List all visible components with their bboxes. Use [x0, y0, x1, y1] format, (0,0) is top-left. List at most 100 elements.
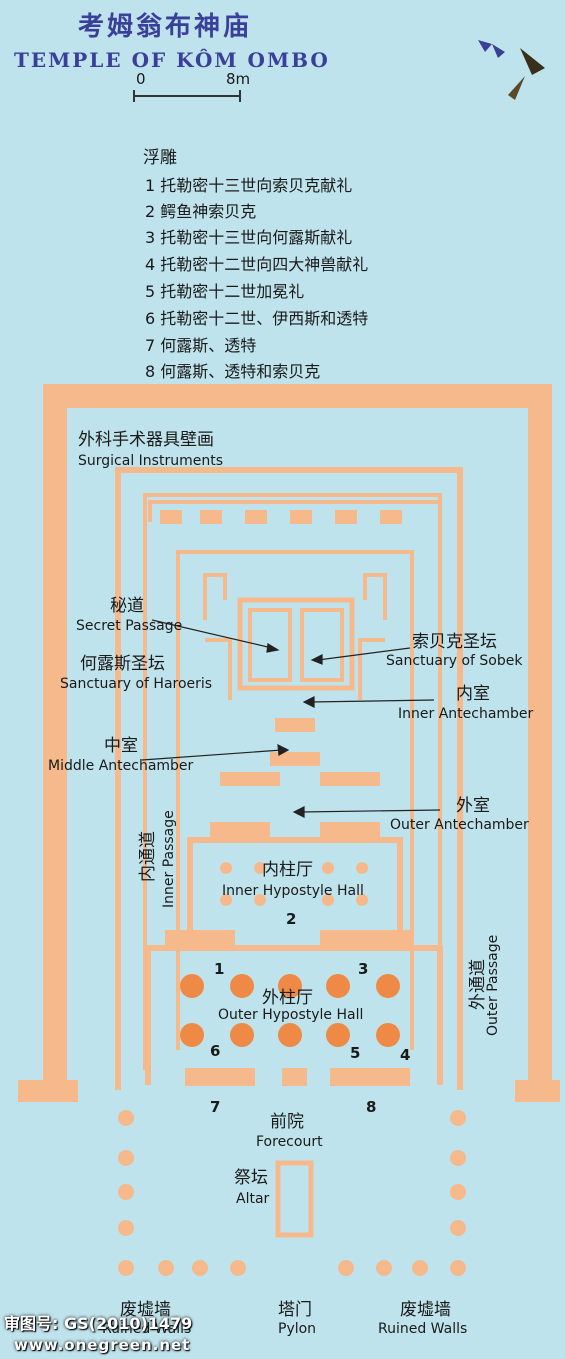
label-ruined-right-en: Ruined Walls: [378, 1321, 468, 1337]
relief-item: 5 托勒密十二世加冕礼: [145, 282, 305, 301]
outer-column: [230, 1023, 254, 1047]
relief-marker: 1: [214, 960, 225, 978]
hall-block: [320, 930, 410, 948]
relief-marker: 8: [366, 1098, 377, 1116]
label-outer-passage-en: Outer Passage: [485, 934, 501, 1036]
label-forecourt-cn: 前院: [270, 1112, 304, 1132]
maze-wall-right: [358, 573, 387, 700]
maze-block: [335, 510, 357, 524]
leader-middle-antechamber: [141, 749, 283, 761]
leader-inner-antechamber: [309, 699, 435, 703]
map-title-en: TEMPLE OF KÔM OMBO: [14, 48, 330, 72]
label-inner-ante-cn: 内室: [456, 684, 490, 704]
relief-marker: 4: [400, 1046, 411, 1064]
leader-secret-passage: [151, 619, 273, 649]
outer-column: [376, 974, 400, 998]
leader-sobek: [317, 647, 411, 661]
antechamber-block: [275, 718, 315, 732]
forecourt-column: [450, 1184, 466, 1200]
relief-item: 1 托勒密十三世向索贝克献礼: [145, 176, 353, 195]
temple-inner-outline: [176, 550, 414, 1050]
altar-block: [275, 1160, 314, 1238]
north-arrow-icon: [478, 40, 545, 100]
relief-marker: 2: [286, 910, 297, 928]
label-outer-hall-en: Outer Hypostyle Hall: [218, 1007, 364, 1023]
label-sobek-cn: 索贝克圣坛: [412, 632, 497, 652]
maze-block: [245, 510, 267, 524]
footer-site-url[interactable]: www.onegreen.net: [14, 1336, 191, 1354]
label-ruined-left-cn: 废墟墙: [120, 1300, 171, 1320]
outer-passage-right: [515, 1080, 560, 1102]
relief-item: 6 托勒密十二世、伊西斯和透特: [145, 309, 369, 328]
forecourt-column: [118, 1260, 134, 1276]
label-inner-hall-en: Inner Hypostyle Hall: [222, 883, 364, 899]
label-inner-passage-cn: 内通道: [138, 831, 158, 882]
scale-start-label: 0: [136, 70, 146, 88]
outer-column: [180, 974, 204, 998]
inner-column: [220, 862, 232, 874]
inner-enclosure-wall: [115, 467, 463, 1090]
relief-heading: 浮雕: [143, 148, 177, 168]
maze-wall-top: [148, 500, 442, 522]
inner-column: [322, 862, 334, 874]
label-sobek-en: Sanctuary of Sobek: [386, 653, 523, 669]
inner-column: [254, 862, 266, 874]
hall-block: [185, 1068, 255, 1086]
label-outer-ante-en: Outer Antechamber: [390, 817, 529, 833]
leader-outer-antechamber: [299, 809, 441, 813]
forecourt-column: [338, 1260, 354, 1276]
relief-item: 3 托勒密十三世向何露斯献礼: [145, 228, 353, 247]
forecourt-column: [450, 1150, 466, 1166]
relief-marker: 5: [350, 1044, 361, 1062]
label-outer-hall-cn: 外柱厅: [262, 988, 313, 1008]
outer-column: [326, 1023, 350, 1047]
label-surgical-cn: 外科手术器具壁画: [78, 430, 214, 450]
forecourt-column: [450, 1260, 466, 1276]
forecourt-column: [412, 1260, 428, 1276]
hall-block: [165, 930, 235, 948]
sanctuary-sobek: [300, 608, 344, 682]
relief-item: 4 托勒密十二世向四大神兽献礼: [145, 255, 369, 274]
label-pylon-cn: 塔门: [278, 1300, 312, 1320]
maze-block: [380, 510, 402, 524]
forecourt-column: [450, 1220, 466, 1236]
label-middle-ante-en: Middle Antechamber: [48, 758, 194, 774]
maze-block: [290, 510, 312, 524]
label-outer-ante-cn: 外室: [456, 796, 490, 816]
footer-approval-number: 审图号: GS(2010)1479: [4, 1314, 193, 1333]
outer-column: [376, 1023, 400, 1047]
inner-hall-walls: [187, 837, 403, 948]
outer-passage-left: [18, 1080, 78, 1102]
relief-marker: 6: [210, 1042, 221, 1060]
inner-column: [356, 894, 368, 906]
antechamber-block: [320, 822, 380, 838]
label-pylon-en: Pylon: [278, 1321, 317, 1337]
outer-enclosure-wall: [43, 384, 552, 1100]
relief-item: 2 鳄鱼神索贝克: [145, 202, 257, 221]
label-inner-passage-en: Inner Passage: [161, 810, 177, 908]
forecourt-column: [118, 1184, 134, 1200]
label-secret-cn: 秘道: [110, 596, 144, 616]
label-ruined-left-en: Ruined Walls: [102, 1321, 192, 1337]
sanctuary-frame: [237, 597, 355, 691]
outer-column: [278, 974, 302, 998]
maze-block: [160, 510, 182, 524]
sanctuary-haroeris: [248, 608, 292, 682]
scale-end-label: 8m: [226, 70, 251, 88]
inner-column: [356, 862, 368, 874]
forecourt-column: [230, 1260, 246, 1276]
label-ruined-right-cn: 废墟墙: [400, 1300, 451, 1320]
outer-column: [180, 1023, 204, 1047]
hall-block: [282, 1068, 307, 1086]
outer-column: [278, 1023, 302, 1047]
map-title-cn: 考姆翁布神庙: [78, 12, 253, 42]
label-surgical-en: Surgical Instruments: [78, 453, 223, 469]
maze-wall-left: [203, 573, 232, 700]
label-secret-en: Secret Passage: [76, 618, 183, 634]
antechamber-block: [270, 752, 320, 766]
relief-item: 7 何露斯、透特: [145, 336, 257, 355]
label-haroeris-cn: 何露斯圣坛: [80, 654, 165, 674]
forecourt-column: [118, 1220, 134, 1236]
relief-item: 8 何露斯、透特和索贝克: [145, 362, 321, 381]
